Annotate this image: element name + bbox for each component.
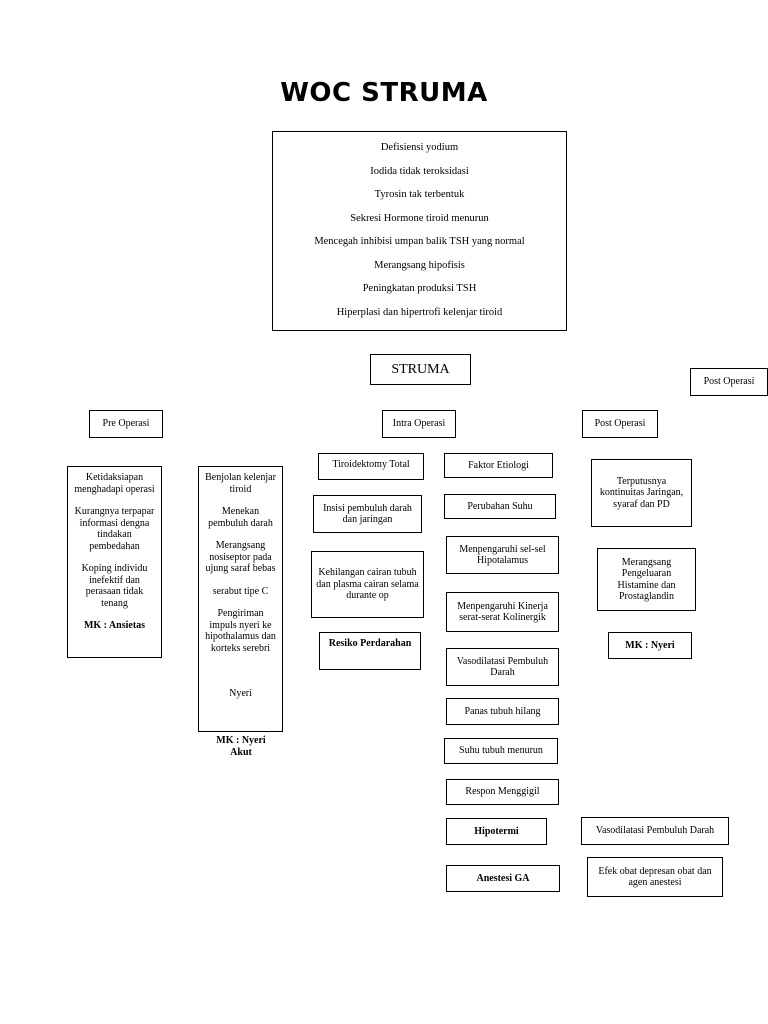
intra-right-step: Respon Menggigil [446, 779, 559, 805]
etiology-box: Defisiensi yodium Iodida tidak teroksida… [272, 131, 567, 331]
struma-node: STRUMA [370, 354, 471, 385]
cause-item: Peningkatan produksi TSH [362, 283, 477, 294]
post-operasi-node-right: Post Operasi [690, 368, 768, 396]
post-step: Merangsang Pengeluaran Histamine dan Pro… [597, 548, 696, 611]
pre-operasi-anxiety-box: Ketidaksiapan menghadapi operasi Kurangn… [67, 466, 162, 658]
diagnosis-nyeri-akut: MK : Nyeri Akut [216, 735, 266, 758]
intra-right-step: Menpengaruhi Kinerja serat-serat Koliner… [446, 592, 559, 632]
intra-operasi-header: Intra Operasi [382, 410, 456, 438]
diagnosis-ansietas: MK : Ansietas [83, 620, 146, 631]
pain-step: Nyeri [229, 688, 252, 699]
diagnosis-nyeri: MK : Nyeri [608, 632, 692, 659]
cause-item: Merangsang hipofisis [374, 259, 465, 271]
pre-operasi-header: Pre Operasi [89, 410, 163, 438]
intra-right-step: Vasodilatasi Pembuluh Darah [446, 648, 559, 686]
diagnosis-resiko-perdarahan: Resiko Perdarahan [319, 632, 421, 670]
cause-item: Sekresi Hormone tiroid menurun [350, 212, 489, 224]
diagnosis-hipotermi: Hipotermi [446, 818, 547, 845]
intra-right-step: Faktor Etiologi [444, 453, 553, 478]
anestesi-ga-node: Anestesi GA [446, 865, 560, 892]
page-title: WOC STRUMA [280, 78, 488, 108]
intra-right-step: Suhu tubuh menurun [444, 738, 558, 764]
post-lower-step: Efek obat depresan obat dan agen anestes… [587, 857, 723, 897]
cause-item: Hiperplasi dan hipertrofi kelenjar tiroi… [336, 306, 503, 318]
intra-right-step: Menpengaruhi sel-sel Hipotalamus [446, 536, 559, 574]
pain-step: Menekan pembuluh darah [208, 506, 273, 529]
intra-left-step: Insisi pembuluh darah dan jaringan [313, 495, 422, 533]
anxiety-step: Ketidaksiapan menghadapi operasi [74, 472, 155, 495]
intra-left-step: Tiroidektomy Total [318, 453, 424, 480]
pain-step: Benjolan kelenjar tiroid [205, 472, 276, 495]
intra-right-step: Perubahan Suhu [444, 494, 556, 519]
cause-item: Mencegah inhibisi umpan balik TSH yang n… [314, 236, 525, 247]
pre-operasi-pain-box: Benjolan kelenjar tiroid Menekan pembulu… [198, 466, 283, 732]
post-lower-step: Vasodilatasi Pembuluh Darah [581, 817, 729, 845]
pain-step: serabut tipe C [212, 585, 269, 597]
post-step: Terputusnya kontinuitas Jaringan, syaraf… [591, 459, 692, 527]
pain-step: Pengiriman impuls nyeri ke hipothalamus … [205, 608, 276, 654]
cause-item: Defisiensi yodium [380, 142, 459, 153]
anxiety-step: Kurangnya terpapar informasi dengna tind… [74, 506, 155, 552]
cause-item: Tyrosin tak terbentuk [374, 189, 465, 200]
post-operasi-header: Post Operasi [582, 410, 658, 438]
intra-right-step: Panas tubuh hilang [446, 698, 559, 725]
cause-item: Iodida tidak teroksidasi [370, 165, 469, 177]
anxiety-step: Koping individu inefektif dan perasaan t… [81, 563, 148, 609]
intra-left-step: Kehilangan cairan tubuh dan plasma caira… [311, 551, 424, 618]
pain-step: Merangsang nosiseptor pada ujung saraf b… [205, 540, 276, 574]
